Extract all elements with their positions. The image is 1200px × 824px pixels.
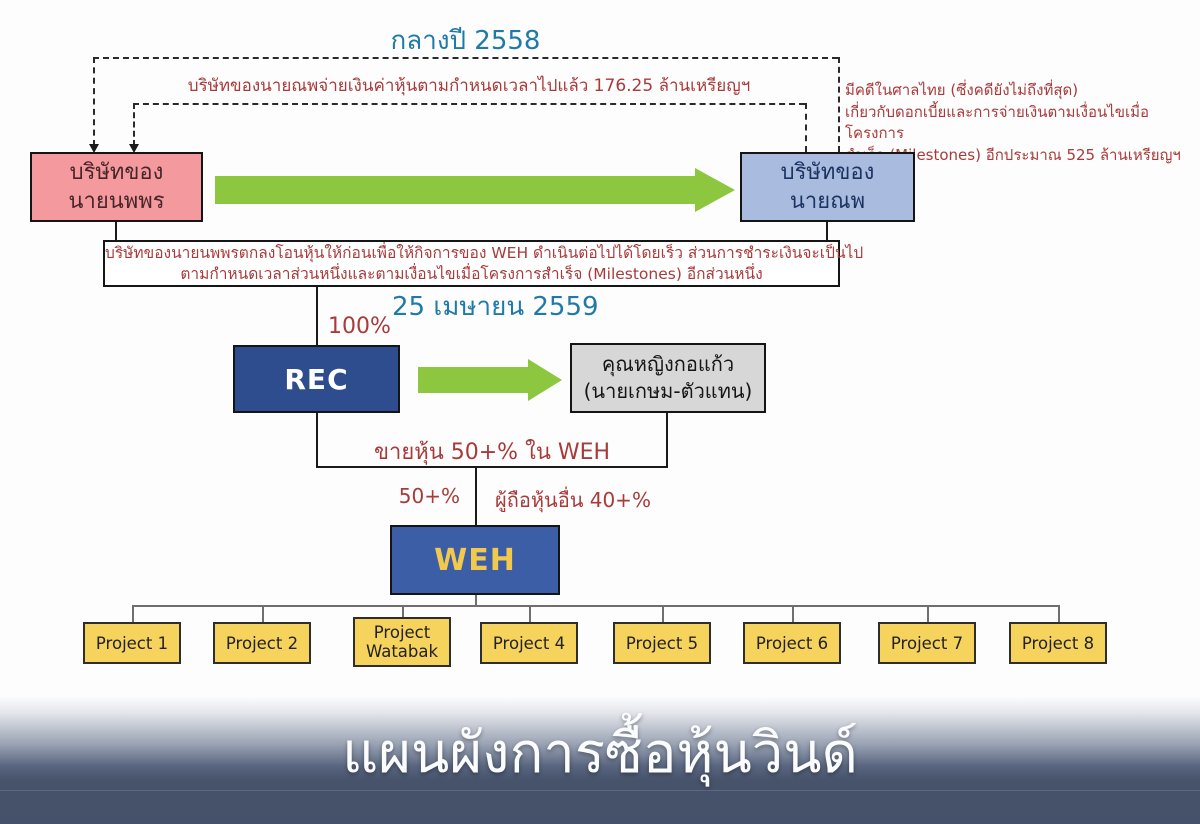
- project-2-label: Project 2: [225, 633, 299, 653]
- node-nop-company: บริษัทของ นายณพ: [740, 152, 915, 222]
- dashed-connector-inner-top: [133, 103, 805, 105]
- project-4-label: Project 4: [492, 633, 566, 653]
- dashed-connector-outer-right: [838, 57, 840, 152]
- label-date-2559: 25 เมษายน 2559: [392, 292, 599, 322]
- label-payment-note: บริษัทของนายณพจ่ายเงินค่าหุ้นตามกำหนดเวล…: [187, 76, 751, 96]
- agreement-line2: ตามกำหนดเวลาส่วนหนึ่งและตามเงื่อนไขเมื่อ…: [180, 264, 763, 283]
- label-other-holders: ผู้ถือหุ้นอื่น 40+%: [495, 488, 651, 512]
- nopporn-company-line2: นายนพพร: [68, 189, 165, 214]
- node-project-4: Project 4: [480, 622, 578, 664]
- label-pct-100: 100%: [328, 314, 391, 339]
- project-5-label: Project 5: [625, 633, 699, 653]
- node-weh: WEH: [390, 525, 560, 595]
- project-1-label: Project 1: [95, 633, 169, 653]
- bracket-bottom: [316, 466, 668, 468]
- nop-company-line2: นายณพ: [789, 189, 866, 214]
- node-khunying: คุณหญิงกอแก้ว (นายเกษม-ตัวแทน): [570, 343, 766, 413]
- khunying-line1: คุณหญิงกอแก้ว: [601, 352, 735, 376]
- stub-project-2: [262, 605, 264, 622]
- node-project-7: Project 7: [878, 622, 976, 664]
- node-nopporn-company: บริษัทของ นายนพพร: [30, 152, 203, 222]
- stub-project-1: [132, 605, 134, 622]
- agreement-statement-box: บริษัทของนายนพพรตกลงโอนหุ้นให้ก่อนเพื่อใ…: [103, 240, 864, 287]
- dashed-connector-outer-left: [93, 57, 95, 146]
- green-arrow-body-top: [215, 176, 697, 204]
- connector-nopporn-to-statement: [115, 222, 117, 240]
- distribution-line: [132, 605, 1059, 607]
- nopporn-company-line1: บริษัทของ: [69, 160, 164, 185]
- stub-project-4: [529, 605, 531, 622]
- nop-company-line1: บริษัทของ: [780, 160, 875, 185]
- project-8-label: Project 8: [1021, 633, 1095, 653]
- label-mid-2558: กลางปี 2558: [390, 26, 541, 56]
- khunying-line2: (นายเกษม-ตัวแทน): [583, 379, 753, 403]
- agreement-line1: บริษัทของนายนพพรตกลงโอนหุ้นให้ก่อนเพื่อใ…: [105, 243, 864, 262]
- node-project-2: Project 2: [213, 622, 311, 664]
- project-7-label: Project 7: [890, 633, 964, 653]
- arrowhead-inner-icon: [129, 144, 139, 153]
- project-watabak-label: Project Watabak: [365, 623, 439, 661]
- stub-project-6: [792, 605, 794, 622]
- green-arrow-head-mid-icon: [528, 359, 562, 401]
- green-arrow-body-mid: [418, 367, 530, 393]
- project-6-label: Project 6: [755, 633, 829, 653]
- bracket-left: [316, 413, 318, 468]
- label-pct-50: 50+%: [398, 484, 460, 508]
- arrowhead-outer-icon: [89, 144, 99, 153]
- connector-weh-down: [475, 595, 477, 606]
- page-title: แผนผังการซื้อหุ้นวินด์: [342, 721, 858, 786]
- node-rec: REC: [233, 345, 400, 413]
- node-project-8: Project 8: [1009, 622, 1107, 664]
- banner-background: [0, 695, 1200, 824]
- dashed-connector-outer-top: [93, 57, 838, 59]
- node-project-1: Project 1: [83, 622, 181, 664]
- label-sell-note: ขายหุ้น 50+% ใน WEH: [373, 440, 611, 465]
- dashed-connector-inner-right: [805, 103, 807, 152]
- stub-project-watabak: [402, 605, 404, 617]
- green-arrow-head-top-icon: [695, 168, 735, 212]
- bracket-right: [666, 413, 668, 468]
- node-project-watabak: Project Watabak: [353, 617, 451, 667]
- connector-statement-to-rec: [316, 287, 318, 345]
- stub-project-7: [927, 605, 929, 622]
- stub-project-8: [1058, 605, 1060, 622]
- stub-project-5: [662, 605, 664, 622]
- node-project-6: Project 6: [743, 622, 841, 664]
- node-project-5: Project 5: [613, 622, 711, 664]
- weh-label: WEH: [434, 542, 516, 578]
- banner-divider: [0, 790, 1200, 791]
- connector-nop-to-statement: [826, 222, 828, 240]
- connector-bracket-to-weh: [475, 468, 477, 525]
- dashed-connector-inner-left: [133, 103, 135, 146]
- rec-label: REC: [284, 362, 349, 396]
